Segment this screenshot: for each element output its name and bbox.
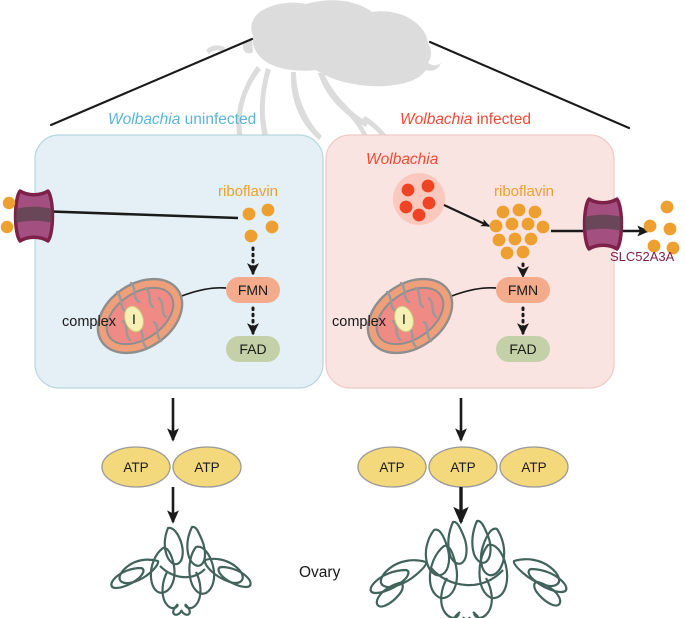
atp-oval: [428, 446, 498, 488]
transporter-left: [13, 189, 55, 243]
atp-label: ATP: [450, 460, 475, 475]
leader-line-right: [428, 40, 631, 130]
riboflavin-dots-external-left: [0, 196, 16, 234]
complex-i-node-right: [394, 305, 414, 333]
arrow-riboflavin-efflux-left: [35, 205, 239, 220]
fad-label-right: FAD: [509, 341, 536, 357]
riboflavin-dots-left: [242, 203, 279, 243]
complex-roman-left: I: [132, 311, 136, 327]
atp-label: ATP: [521, 460, 546, 475]
riboflavin-dots-external-right: [643, 200, 680, 255]
complex-roman-right: I: [402, 311, 406, 327]
wolbachia-cell-right: [393, 173, 445, 225]
fruit-fly-silhouette-icon: [206, 0, 441, 171]
panel-header-infected-species: Wolbachia: [400, 111, 473, 128]
ovary-right: [369, 519, 568, 618]
ovary-left: [110, 525, 252, 616]
leader-line-left: [49, 37, 254, 127]
atp-label: ATP: [379, 460, 404, 475]
panel-infected: [325, 134, 615, 389]
riboflavin-label-left: riboflavin: [218, 183, 279, 200]
complex-i-node-left: [124, 305, 144, 333]
riboflavin-label-right: riboflavin: [494, 183, 555, 200]
fad-node-left: FAD: [226, 336, 280, 362]
atp-oval: [357, 446, 427, 488]
panel-header-infected-status: infected: [472, 111, 531, 128]
fmn-node-right: FMN: [496, 277, 550, 303]
atp-oval: [499, 446, 569, 488]
atp-group-left: ATP ATP: [101, 446, 242, 488]
fmn-label-left: FMN: [238, 282, 268, 298]
fmn-node-left: FMN: [226, 277, 280, 303]
complex-label-right: complex: [332, 314, 386, 330]
fmn-label-right: FMN: [508, 282, 538, 298]
atp-group-right: ATP ATP ATP: [357, 446, 569, 488]
atp-oval: [172, 446, 242, 488]
transporter-right: [582, 197, 624, 251]
fad-node-right: FAD: [496, 336, 550, 362]
mitochondrion-left: I: [96, 277, 184, 355]
atp-oval: [101, 446, 171, 488]
atp-label: ATP: [194, 460, 219, 475]
ovary-label: Ovary: [299, 564, 341, 581]
panel-header-uninfected-status: uninfected: [180, 111, 257, 128]
arrow-wolbachia-to-riboflavin: [443, 204, 491, 227]
panel-header-uninfected-species: Wolbachia: [108, 111, 181, 128]
fad-label-left: FAD: [239, 341, 266, 357]
panel-header-infected: Wolbachia infected: [400, 112, 531, 128]
panel-header-uninfected: Wolbachia uninfected: [108, 112, 256, 128]
complex-label-left: complex: [62, 314, 116, 330]
transporter-label-slc52a3a: SLC52A3A: [610, 249, 675, 264]
wolbachia-label: Wolbachia: [366, 151, 439, 168]
mitochondrion-right: I: [366, 277, 454, 355]
atp-label: ATP: [123, 460, 148, 475]
riboflavin-dots-right: [489, 203, 550, 260]
